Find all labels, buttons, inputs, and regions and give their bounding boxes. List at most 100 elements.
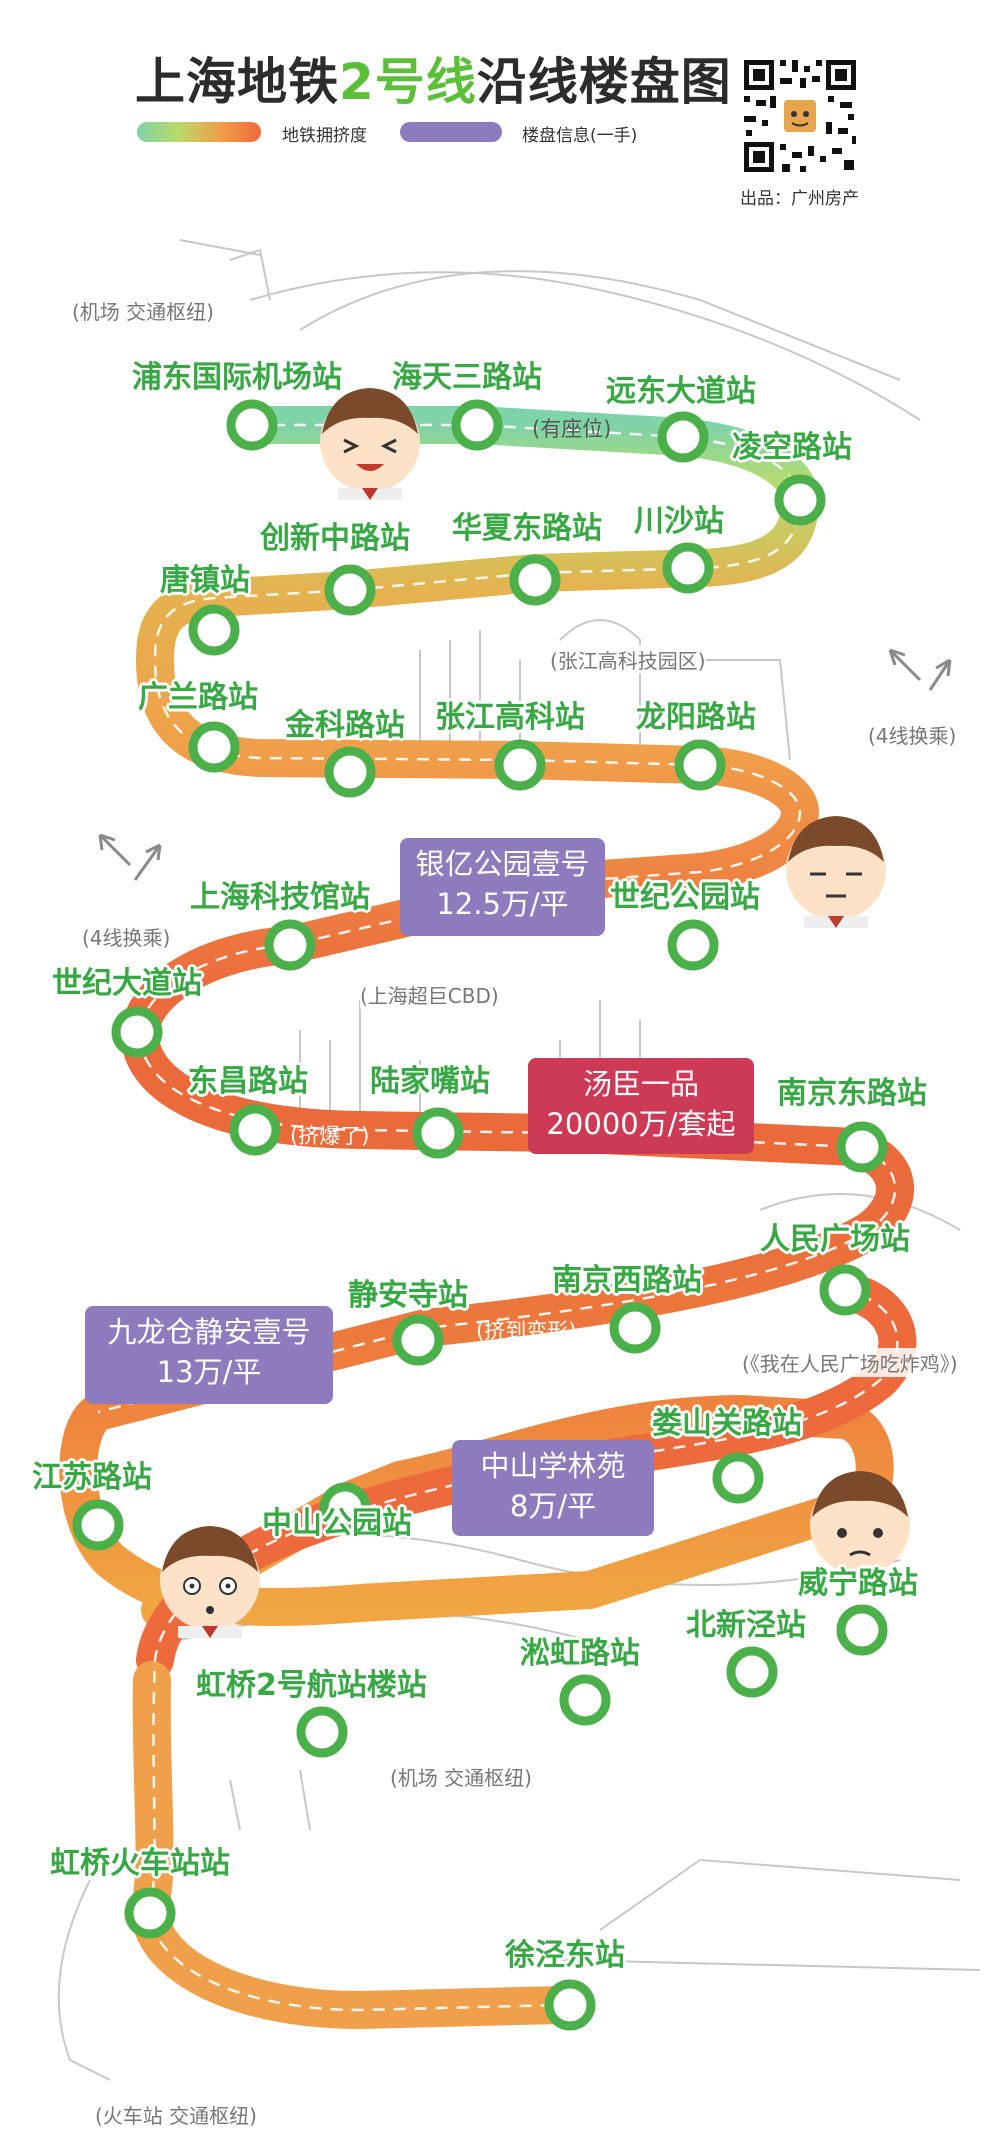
station-label: 浦东国际机场站 <box>132 360 342 395</box>
station-marker <box>819 1264 871 1316</box>
station-label: 人民广场站 <box>760 1222 910 1257</box>
station-marker <box>674 739 726 791</box>
route-dash <box>97 423 897 1414</box>
property-box-yinyi: 银亿公园壹号 12.5万/平 <box>400 838 605 936</box>
title-highlight: 2号线 <box>339 53 477 111</box>
property-legend-bar <box>400 122 502 142</box>
station-marker <box>836 1121 888 1173</box>
station-label: 创新中路站 <box>260 521 410 556</box>
station-label: 东昌路站 <box>188 1064 308 1099</box>
station-marker <box>494 739 546 791</box>
station-label: 唐镇站 <box>160 563 250 598</box>
station-label: 威宁路站 <box>798 1566 918 1601</box>
station-marker <box>72 1499 124 1551</box>
area-note-hongqiao-airport: (机场 交通枢纽) <box>390 1762 532 1791</box>
area-note-transfer: (4线换乘) <box>82 922 171 951</box>
station-label: 远东大道站 <box>606 374 756 409</box>
property-price: 8万/平 <box>509 1489 597 1523</box>
crowding-legend-bar <box>137 122 261 142</box>
qr-code-icon <box>740 56 860 176</box>
crowding-legend-label: 地铁拥挤度 <box>282 126 367 146</box>
page-title: 上海地铁2号线沿线楼盘图 <box>135 42 732 114</box>
property-box-tomson: 汤臣一品 20000万/套起 <box>528 1058 754 1154</box>
title-prefix: 上海地铁 <box>135 53 339 111</box>
station-label: 南京东路站 <box>777 1076 927 1111</box>
station-marker <box>319 1482 371 1534</box>
station-marker <box>712 1452 764 1504</box>
station-label: 南京西路站 <box>552 1263 702 1298</box>
property-name: 银亿公园壹号 <box>415 847 590 881</box>
station-label: 虹桥火车站站 <box>50 1846 230 1881</box>
station-marker <box>324 564 376 616</box>
station-label: 凌空路站 <box>732 430 852 465</box>
area-note-airport: (机场 交通枢纽) <box>72 296 214 325</box>
property-name: 中山学林苑 <box>480 1449 626 1483</box>
station-label: 徐泾东站 <box>505 1938 625 1973</box>
station-label: 金科路站 <box>285 708 405 743</box>
station-label: 世纪大道站 <box>52 966 202 1001</box>
station-marker <box>229 1104 281 1156</box>
station-marker <box>662 542 714 594</box>
station-label: 娄山关路站 <box>652 1406 802 1441</box>
station-label: 虹桥2号航站楼站 <box>196 1668 427 1703</box>
happy-face-icon <box>320 388 420 500</box>
station-label: 海天三路站 <box>392 360 542 395</box>
station-marker <box>609 1302 661 1354</box>
station-label: 广兰路站 <box>138 680 258 715</box>
shocked-face-icon <box>160 1526 260 1638</box>
station-marker <box>657 411 709 463</box>
station-marker <box>559 1674 611 1726</box>
station-label: 北新泾站 <box>686 1608 806 1643</box>
station-label: 中山公园站 <box>262 1506 412 1541</box>
property-price: 13万/平 <box>156 1355 262 1389</box>
property-name: 汤臣一品 <box>582 1067 699 1101</box>
title-suffix: 沿线楼盘图 <box>476 53 732 111</box>
sleepy-face-icon <box>786 816 886 928</box>
station-marker <box>324 746 376 798</box>
station-label: 龙阳路站 <box>636 700 756 735</box>
area-note-people-square: (《我在人民广场吃炸鸡》) <box>742 1348 958 1377</box>
station-label: 川沙站 <box>634 504 724 539</box>
station-label: 江苏路站 <box>32 1460 152 1495</box>
station-marker <box>188 721 240 773</box>
segment-note-packed: (挤爆了) <box>405 1694 485 1718</box>
station-marker <box>412 1107 464 1159</box>
station-label: 张江高科站 <box>435 700 585 735</box>
station-marker <box>544 1979 596 2031</box>
station-label: 世纪公园站 <box>610 880 760 915</box>
station-marker <box>188 604 240 656</box>
segment-note-squeezed: (挤到变形) <box>476 1319 577 1343</box>
area-note-cbd: (上海超巨CBD) <box>360 980 499 1009</box>
station-label: 静安寺站 <box>348 1278 468 1313</box>
station-marker <box>726 1646 778 1698</box>
station-marker <box>509 554 561 606</box>
property-box-zhongshan: 中山学林苑 8万/平 <box>452 1440 654 1536</box>
credit-text: 出品：广州房产 <box>740 189 859 209</box>
property-price: 12.5万/平 <box>436 887 569 921</box>
segment-note-seated: (有座位) <box>532 417 612 441</box>
station-marker <box>264 919 316 971</box>
station-marker <box>124 1887 176 1939</box>
segment-note-packed: (挤爆了) <box>290 1124 370 1148</box>
station-marker <box>774 474 826 526</box>
station-label: 淞虹路站 <box>520 1636 640 1671</box>
worried-face-icon <box>810 1471 910 1583</box>
station-marker <box>451 399 503 451</box>
property-legend-label: 楼盘信息(一手) <box>522 126 638 146</box>
property-price: 20000万/套起 <box>546 1107 736 1141</box>
station-label: 华夏东路站 <box>452 511 602 546</box>
station-marker <box>111 1006 163 1058</box>
station-marker <box>296 1706 348 1758</box>
area-note-railway: (火车站 交通枢纽) <box>95 2100 257 2129</box>
property-name: 九龙仓静安壹号 <box>107 1315 311 1349</box>
station-label: 陆家嘴站 <box>370 1064 490 1099</box>
station-marker <box>836 1604 888 1656</box>
transfer-arrows-icon <box>98 648 952 881</box>
station-marker <box>667 919 719 971</box>
station-marker <box>392 1314 444 1366</box>
station-marker <box>226 399 278 451</box>
area-note-zhangjiang: (张江高科技园区) <box>550 645 706 674</box>
station-label: 上海科技馆站 <box>190 880 370 915</box>
property-box-jiulongcang: 九龙仓静安壹号 13万/平 <box>85 1306 333 1404</box>
area-note-transfer: (4线换乘) <box>868 720 957 749</box>
